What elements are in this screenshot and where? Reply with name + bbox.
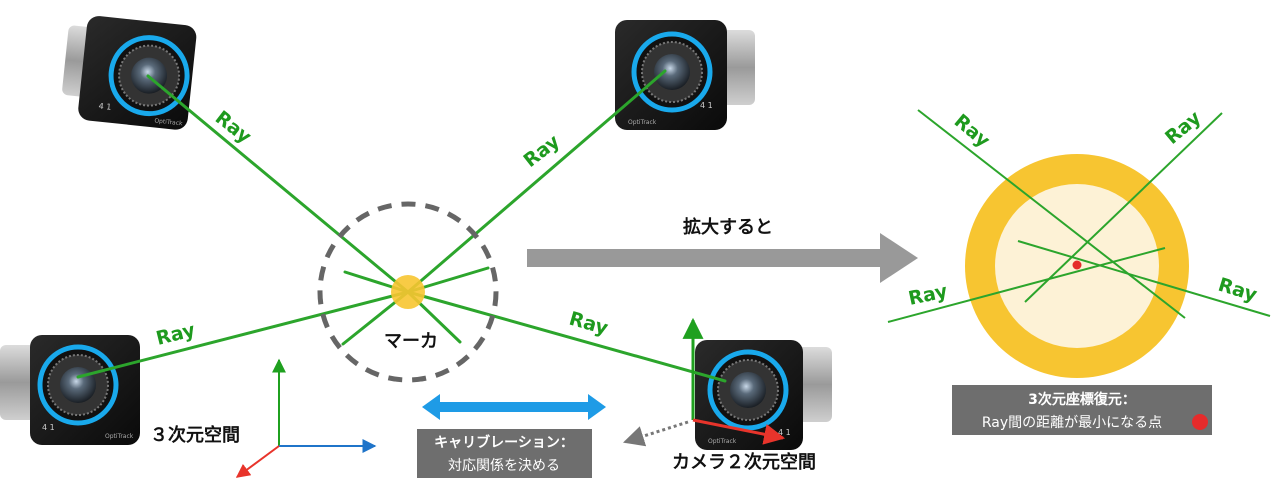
ray-label: Ray <box>950 110 995 152</box>
calibration-desc: 対応関係を決める <box>448 458 560 474</box>
camera-space-label: カメラ２次元空間 <box>672 451 816 473</box>
axis-z <box>235 445 280 478</box>
marker-label: マーカ <box>384 331 438 352</box>
world-axes <box>235 358 377 478</box>
ray-label: Ray <box>567 308 611 340</box>
mapping-arrow <box>622 420 689 447</box>
zoom-arrow <box>527 233 918 283</box>
lens-icon <box>730 372 766 408</box>
calibration-title: キャリブレーション： <box>434 434 574 451</box>
camera-brand: OptiTrack <box>154 117 183 127</box>
camera-id: 4 1 <box>700 101 713 110</box>
world-space-label: ３次元空間 <box>150 424 240 446</box>
closest-point-icon <box>1192 414 1208 430</box>
camera-axes <box>682 317 786 445</box>
calibration-box: キャリブレーション： 対応関係を決める <box>417 429 592 478</box>
camera-bottom-right: 4 1 OptiTrack <box>695 340 832 450</box>
ray-line <box>146 74 410 294</box>
camera-brand: OptiTrack <box>708 438 737 445</box>
ray-line <box>406 290 727 383</box>
camera-id: 4 1 <box>778 428 791 437</box>
ray-line <box>887 247 1166 323</box>
rays <box>76 69 727 383</box>
reconstruction-desc: Ray間の距離が最小になる点 <box>982 414 1162 431</box>
ray-label: Ray <box>154 319 198 350</box>
camera-brand: OptiTrack <box>628 119 657 126</box>
ray-label: Ray <box>1161 106 1206 148</box>
marker-dot <box>391 275 425 309</box>
camera-id: 4 1 <box>98 102 112 112</box>
ray-line <box>917 109 1186 319</box>
ray-line <box>76 290 410 379</box>
ray-label: Ray <box>520 130 565 172</box>
reconstruction-title: 3次元座標復元： <box>1028 391 1136 408</box>
reconstruction-box: 3次元座標復元： Ray間の距離が最小になる点 <box>952 385 1212 435</box>
camera-top-right: 4 1 OptiTrack <box>615 20 755 130</box>
camera-bottom-left: 4 1 OptiTrack <box>0 335 140 445</box>
lens-icon <box>654 54 690 90</box>
camera-top-left: 4 1 OptiTrack <box>62 16 197 130</box>
ray-label: Ray <box>906 280 950 310</box>
camera-id: 4 1 <box>42 423 55 432</box>
marker-region-circle <box>317 201 499 383</box>
calibration-arrow <box>422 394 606 420</box>
ray-label: Ray <box>211 107 256 149</box>
ray-line <box>1024 112 1223 303</box>
zoomed-marker-view <box>887 109 1271 378</box>
ray-line <box>1017 240 1271 317</box>
axis-x <box>692 418 786 445</box>
ray-line <box>406 69 667 294</box>
camera-brand: OptiTrack <box>105 433 134 440</box>
closest-point-dot <box>1072 260 1082 270</box>
zoom-label: 拡大すると <box>683 216 773 238</box>
